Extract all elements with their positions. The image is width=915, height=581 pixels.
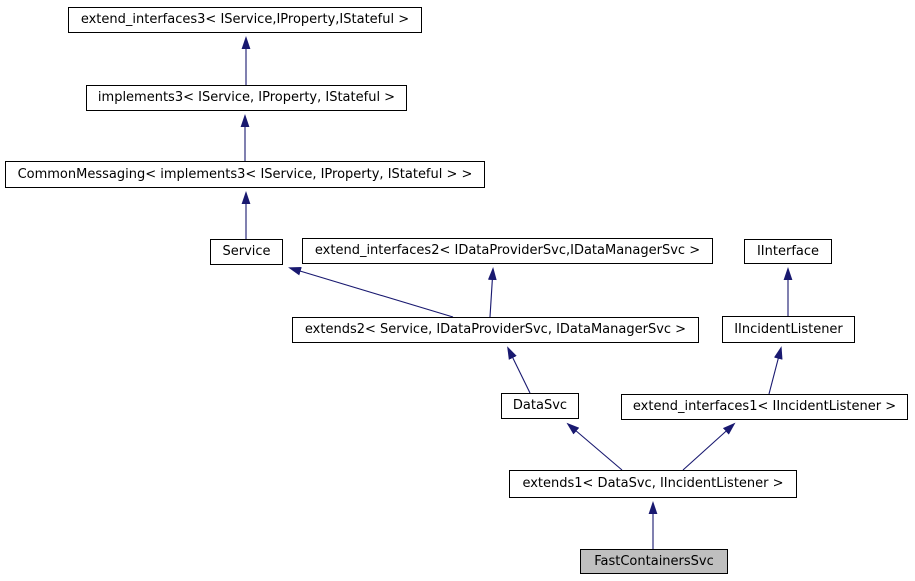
- node-extend_interfaces3[interactable]: extend_interfaces3< IService,IProperty,I…: [68, 7, 422, 33]
- edge-extend_interfaces1-to-IIncidentListener: [768, 346, 783, 395]
- edge-extends1-to-extend_interfaces1: [682, 422, 736, 471]
- edge-extends1-to-DataSvc: [566, 422, 623, 471]
- edge-extends2-to-Service: [288, 266, 454, 318]
- node-IIncidentListener[interactable]: IIncidentListener: [722, 316, 855, 343]
- node-extend_interfaces2[interactable]: extend_interfaces2< IDataProviderSvc,IDa…: [302, 238, 713, 264]
- node-extends1[interactable]: extends1< DataSvc, IIncidentListener >: [509, 470, 797, 498]
- node-FastContainersSvc: FastContainersSvc: [580, 549, 728, 574]
- edge-extends2-to-extend_interfaces2: [487, 267, 497, 318]
- node-Service[interactable]: Service: [210, 239, 283, 265]
- node-IInterface[interactable]: IInterface: [744, 239, 832, 264]
- node-CommonMessaging[interactable]: CommonMessaging< implements3< IService, …: [5, 161, 485, 188]
- node-implements3[interactable]: implements3< IService, IProperty, IState…: [86, 85, 407, 111]
- edge-DataSvc-to-extends2: [507, 346, 531, 394]
- node-extends2[interactable]: extends2< Service, IDataProviderSvc, IDa…: [292, 317, 699, 343]
- node-extend_interfaces1[interactable]: extend_interfaces1< IIncidentListener >: [621, 394, 908, 420]
- node-DataSvc[interactable]: DataSvc: [501, 393, 579, 419]
